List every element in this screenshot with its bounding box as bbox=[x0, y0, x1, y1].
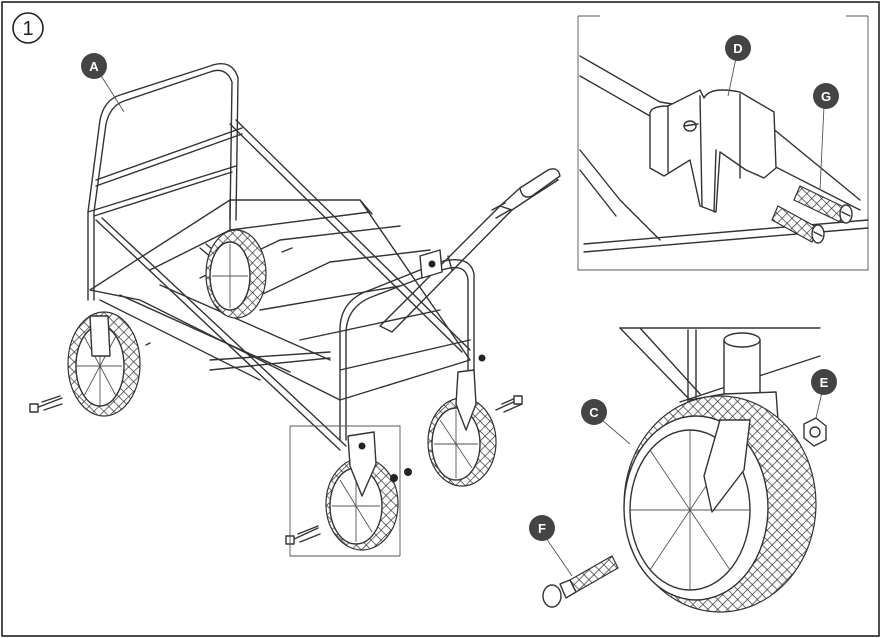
callout-f-label: F bbox=[538, 521, 546, 536]
callout-a: A bbox=[81, 53, 125, 113]
callout-d: D bbox=[725, 35, 751, 97]
step-number: 1 bbox=[22, 18, 33, 40]
wheel-front-right bbox=[427, 369, 497, 487]
wagon-cart-illustration bbox=[29, 63, 561, 557]
callout-c: C bbox=[581, 399, 631, 445]
nut-e bbox=[803, 417, 827, 447]
callout-a-label: A bbox=[89, 59, 99, 74]
nuts-front-left bbox=[390, 354, 486, 482]
bolt-front-left bbox=[285, 525, 321, 545]
bolt-left bbox=[29, 395, 63, 413]
detail-panel-wheel bbox=[619, 327, 821, 613]
wheel-back-right bbox=[205, 229, 267, 319]
callout-c-label: C bbox=[589, 405, 599, 420]
callout-d-label: D bbox=[733, 41, 742, 56]
callout-f: F bbox=[529, 515, 573, 577]
wheel-back-left bbox=[67, 311, 141, 417]
bolt-f bbox=[542, 555, 619, 608]
bolt-front-right bbox=[495, 395, 523, 413]
detail-panel-clip bbox=[577, 15, 869, 271]
callout-e: E bbox=[811, 369, 837, 419]
callout-e-label: E bbox=[820, 375, 829, 390]
callout-g-label: G bbox=[821, 89, 831, 104]
step-number-badge: 1 bbox=[12, 12, 44, 44]
bolts-g bbox=[771, 185, 853, 244]
wheel-front-left bbox=[325, 431, 399, 551]
callout-g: G bbox=[813, 83, 839, 191]
